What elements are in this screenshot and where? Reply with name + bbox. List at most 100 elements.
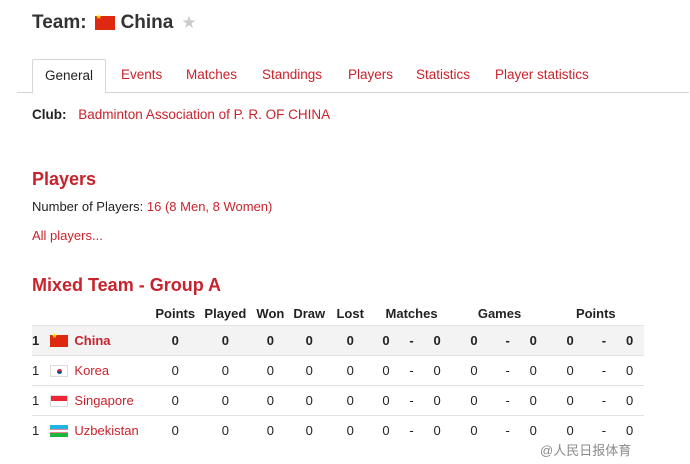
team-link-uzbekistan[interactable]: Uzbekistan xyxy=(74,423,139,438)
games-against-cell: 0 xyxy=(518,385,548,416)
points-cell: 0 xyxy=(150,325,200,356)
separator: - xyxy=(400,415,423,445)
matches-against-cell: 0 xyxy=(422,355,452,386)
col-lost: Lost xyxy=(336,305,364,321)
col-played: Played xyxy=(204,305,247,321)
standings-header-row: Points Played Won Draw Lost Matches Game… xyxy=(32,301,644,326)
matches-for-cell: 0 xyxy=(371,385,401,416)
played-cell: 0 xyxy=(199,325,251,356)
team-link-china[interactable]: China xyxy=(74,333,111,348)
separator: - xyxy=(400,355,423,386)
lost-cell: 0 xyxy=(328,325,372,356)
team-label: Team: xyxy=(32,12,87,33)
col-games: Games xyxy=(477,305,522,321)
separator: - xyxy=(592,325,616,356)
separator: - xyxy=(592,415,616,445)
points-against-cell: 0 xyxy=(615,325,644,356)
points-for-cell: 0 xyxy=(547,415,593,445)
players-count-label: Number of Players: xyxy=(32,199,144,214)
games-for-cell: 0 xyxy=(451,385,497,416)
games-for-cell: 0 xyxy=(451,355,497,386)
china-flag-icon xyxy=(50,332,69,347)
club-label: Club: xyxy=(32,107,67,122)
team-name: China xyxy=(120,12,174,33)
played-cell: 0 xyxy=(199,355,251,386)
points-cell: 0 xyxy=(150,415,200,445)
tab-players[interactable]: Players xyxy=(348,67,394,82)
col-rank xyxy=(32,301,50,326)
draw-cell: 0 xyxy=(289,385,329,416)
team-link-korea[interactable]: Korea xyxy=(74,363,110,378)
points-for-cell: 0 xyxy=(547,385,593,416)
players-count-link[interactable]: 16 (8 Men, 8 Women) xyxy=(146,199,273,214)
club-row: Club: Badminton Association of P. R. OF … xyxy=(32,107,330,122)
won-cell: 0 xyxy=(250,325,290,356)
table-row: 1 Singapore 0 0 0 0 0 0 - 0 0 - 0 0 - 0 xyxy=(32,385,644,416)
rank-cell: 1 xyxy=(32,325,51,356)
draw-cell: 0 xyxy=(289,325,329,356)
tab-standings[interactable]: Standings xyxy=(262,67,323,82)
col-team xyxy=(50,301,150,326)
played-cell: 0 xyxy=(199,385,251,416)
matches-for-cell: 0 xyxy=(371,355,401,386)
played-cell: 0 xyxy=(199,415,251,445)
korea-flag-icon xyxy=(50,364,69,377)
won-cell: 0 xyxy=(250,385,290,416)
lost-cell: 0 xyxy=(328,385,372,416)
team-link-singapore[interactable]: Singapore xyxy=(74,393,134,408)
col-matches: Matches xyxy=(385,305,438,321)
draw-cell: 0 xyxy=(289,415,329,445)
col-won: Won xyxy=(256,305,285,321)
tab-matches[interactable]: Matches xyxy=(186,67,238,82)
matches-against-cell: 0 xyxy=(422,415,452,445)
tab-events[interactable]: Events xyxy=(121,67,163,82)
games-against-cell: 0 xyxy=(518,355,548,386)
rank-cell: 1 xyxy=(32,415,51,445)
separator: - xyxy=(496,415,519,445)
tab-statistics[interactable]: Statistics xyxy=(416,67,471,82)
points-against-cell: 0 xyxy=(615,355,644,386)
tab-player-statistics[interactable]: Player statistics xyxy=(495,67,589,82)
group-heading: Mixed Team - Group A xyxy=(32,275,222,295)
separator: - xyxy=(592,385,616,416)
games-for-cell: 0 xyxy=(451,325,497,356)
tab-bar: General Events Matches Standings Players… xyxy=(17,58,689,94)
rank-cell: 1 xyxy=(32,355,51,386)
separator: - xyxy=(496,355,519,386)
col-points: Points xyxy=(155,305,196,321)
uzbekistan-flag-icon xyxy=(50,424,69,437)
games-against-cell: 0 xyxy=(518,325,548,356)
team-header: Team: China ★ xyxy=(32,10,197,36)
tab-general[interactable]: General xyxy=(32,59,107,94)
col-draw: Draw xyxy=(293,305,326,321)
separator: - xyxy=(496,385,519,416)
lost-cell: 0 xyxy=(328,355,372,386)
players-heading: Players xyxy=(32,169,97,189)
points-for-cell: 0 xyxy=(547,325,593,356)
points-cell: 0 xyxy=(150,355,200,386)
points-for-cell: 0 xyxy=(547,355,593,386)
standings-table: Points Played Won Draw Lost Matches Game… xyxy=(32,301,644,445)
matches-for-cell: 0 xyxy=(371,415,401,445)
draw-cell: 0 xyxy=(289,355,329,386)
rank-cell: 1 xyxy=(32,385,51,416)
table-row: 1 Uzbekistan 0 0 0 0 0 0 - 0 0 - 0 0 - 0 xyxy=(32,415,644,445)
lost-cell: 0 xyxy=(328,415,372,445)
all-players-link[interactable]: All players... xyxy=(32,228,103,243)
players-count: Number of Players: 16 (8 Men, 8 Women) xyxy=(32,199,272,214)
games-against-cell: 0 xyxy=(518,415,548,445)
separator: - xyxy=(400,325,423,356)
separator: - xyxy=(400,385,423,416)
watermark: @人民日报体育 xyxy=(540,443,632,458)
games-for-cell: 0 xyxy=(451,415,497,445)
col-point-totals: Points xyxy=(575,305,616,321)
separator: - xyxy=(592,355,616,386)
points-against-cell: 0 xyxy=(615,415,644,445)
points-against-cell: 0 xyxy=(615,385,644,416)
matches-for-cell: 0 xyxy=(371,325,401,356)
singapore-flag-icon xyxy=(50,394,69,407)
club-link[interactable]: Badminton Association of P. R. OF CHINA xyxy=(78,107,331,122)
won-cell: 0 xyxy=(250,355,290,386)
star-icon[interactable]: ★ xyxy=(181,13,197,32)
matches-against-cell: 0 xyxy=(422,385,452,416)
